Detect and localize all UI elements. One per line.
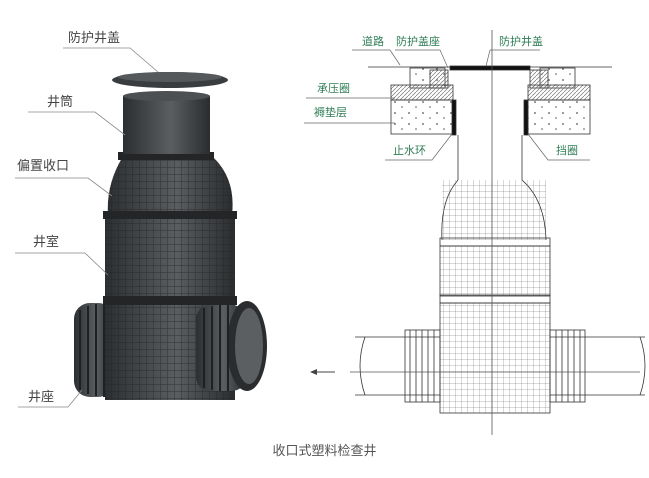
left-pipe xyxy=(74,303,114,397)
label-shaft: 井筒 xyxy=(47,95,74,110)
label-section-cover: 防护井盖 xyxy=(499,35,543,48)
caption: 收口式塑料检查井 xyxy=(272,444,377,459)
product-leaders xyxy=(15,47,159,408)
label-cushion-layer: 褥垫层 xyxy=(314,106,347,119)
label-water-stop-ring: 止水环 xyxy=(393,144,426,157)
shaft xyxy=(123,96,210,154)
label-retaining-ring: 挡圈 xyxy=(556,144,578,157)
section-drawing xyxy=(350,30,646,435)
label-road: 道路 xyxy=(362,35,384,48)
label-cover-seat: 防护盖座 xyxy=(396,35,440,48)
section-leaders xyxy=(304,49,590,161)
label-base: 井座 xyxy=(28,390,55,405)
label-chamber: 井室 xyxy=(33,235,60,250)
label-offset-reducer: 偏置收口 xyxy=(17,159,70,174)
flow-arrow-icon xyxy=(310,369,335,375)
right-pipe xyxy=(196,301,267,391)
label-bearing-ring: 承压圈 xyxy=(317,82,350,95)
label-cover: 防护井盖 xyxy=(68,31,121,46)
product-render xyxy=(74,72,267,400)
